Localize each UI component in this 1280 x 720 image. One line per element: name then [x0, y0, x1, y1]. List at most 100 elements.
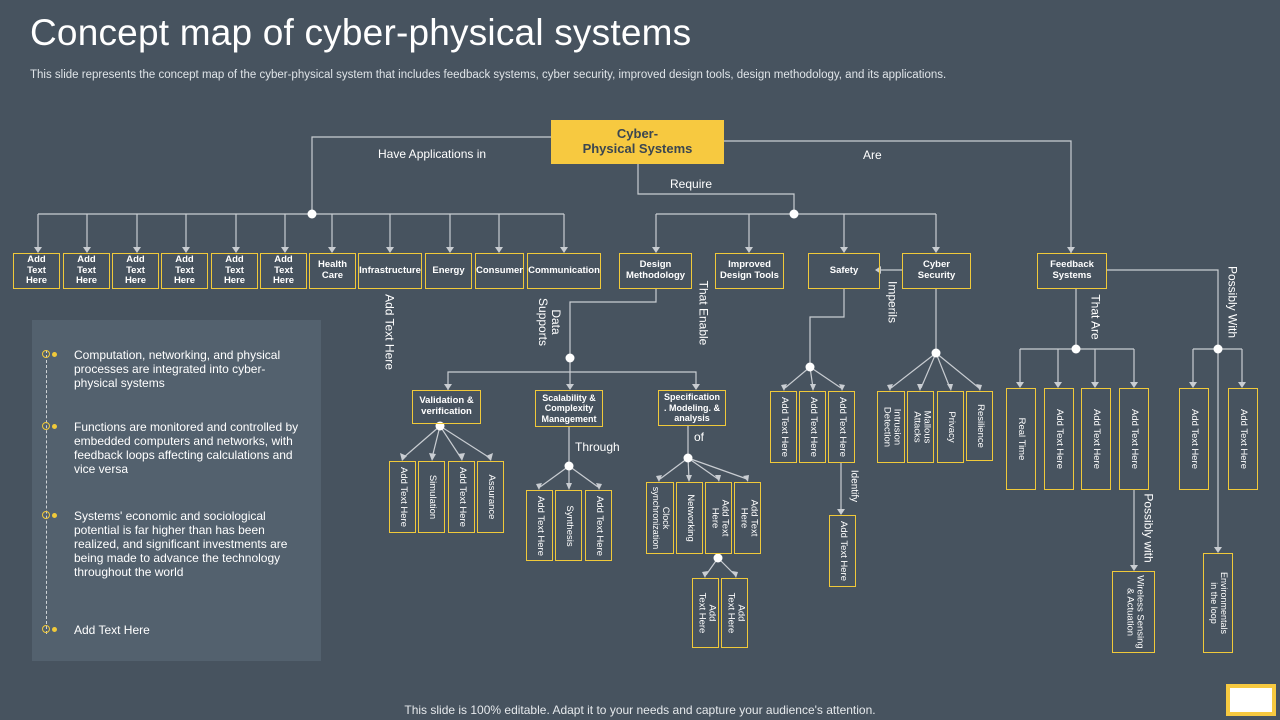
leaf-label: Add Text Here	[397, 466, 409, 528]
application-node-infrastructure: Infrastructure	[358, 253, 422, 289]
leaf-node-privacy: Privacy	[937, 391, 964, 463]
leaf-node: Add Text Here	[585, 490, 612, 561]
leaf-label: Add Text Here	[837, 520, 849, 582]
leaf-node: Add Text Here	[389, 461, 416, 533]
edge-label-require: Require	[670, 177, 713, 191]
edge-label-data-supports: Data Supports	[536, 297, 564, 347]
leaf-label: Real Time	[1016, 417, 1028, 461]
leaf-label: Add Text Here	[1054, 408, 1066, 470]
leaf-label: Clock synchronization	[651, 486, 671, 550]
leaf-node: Add Text Here	[705, 482, 732, 554]
edge-label-imperils: Imperils	[885, 280, 900, 324]
leaf-label: Wireless Sensing & Actuation	[1123, 575, 1145, 649]
junction-dot	[713, 553, 723, 563]
application-node: Add Text Here	[112, 253, 159, 289]
edge-label-have-applications-in: Have Applications in	[378, 147, 487, 161]
edge-label-identify: Identify	[848, 469, 860, 503]
leaf-label: Add Text Here	[807, 396, 819, 458]
leaf-label: Assurance	[485, 474, 497, 520]
leaf-node: Add Text Here	[770, 391, 797, 463]
application-node: Add Text Here	[63, 253, 110, 289]
edge-label-possibly-with: Possibly With	[1225, 265, 1240, 339]
leaf-node: Add Text Here	[1228, 388, 1258, 490]
bullet-icon	[42, 421, 60, 433]
leaf-label: Add Text Here	[836, 396, 848, 458]
leaf-node: Add Text Here	[828, 391, 855, 463]
leaf-node: Add Text Here	[734, 482, 761, 554]
junction-dot	[565, 353, 575, 363]
page-subtitle: This slide represents the concept map of…	[30, 69, 947, 81]
leaf-label: Add Text Here	[778, 396, 790, 458]
leaf-label: Add Text Here	[1189, 408, 1201, 470]
junction-dot	[564, 461, 574, 471]
leaf-label: Add Text Here	[1129, 408, 1141, 470]
leaf-label: Resilience	[974, 404, 986, 448]
bullet-text: Functions are monitored and controlled b…	[74, 420, 299, 477]
leaf-node: Add Text Here	[799, 391, 826, 463]
leaf-node: Add Text Here	[721, 578, 748, 648]
bullet-text: Computation, networking, and physical pr…	[74, 348, 281, 391]
leaf-node-mallous-attacks: Mallous Attacks	[907, 391, 934, 463]
node-cyber-security: Cyber Security	[902, 253, 971, 289]
panel-timeline	[46, 350, 48, 634]
junction-dot	[307, 209, 317, 219]
leaf-node-wireless-sensing: Wireless Sensing & Actuation	[1112, 571, 1155, 653]
junction-dot	[683, 453, 693, 463]
leaf-label: Add Text Here	[695, 592, 717, 634]
leaf-node: Add Text Here	[1119, 388, 1149, 490]
edge-label-that-enable: That Enable	[696, 280, 711, 346]
node-specification-modeling: Specification . Modeling. & analysis	[658, 390, 726, 426]
leaf-label: Privacy	[945, 411, 957, 443]
application-node: Add Text Here	[13, 253, 60, 289]
leaf-node-simulation: Simulation	[418, 461, 445, 533]
leaf-node: Add Text Here	[1044, 388, 1074, 490]
junction-dot	[435, 421, 445, 431]
leaf-label: Intrusion Detection	[881, 406, 903, 448]
bullet-icon	[42, 349, 60, 361]
leaf-node: Add Text Here	[692, 578, 719, 648]
leaf-label: Simulation	[426, 474, 438, 520]
application-node-energy: Energy	[425, 253, 472, 289]
application-node-health-care: Health Care	[309, 253, 356, 289]
bullet-text: Add Text Here	[74, 623, 150, 637]
leaf-label: Add Text Here	[1091, 408, 1103, 470]
application-node: Add Text Here	[260, 253, 307, 289]
leaf-label: Add Text Here	[737, 499, 759, 537]
bullet-icon	[42, 624, 60, 636]
edge-label-through: Through	[575, 440, 620, 454]
node-improved-design-tools: Improved Design Tools	[715, 253, 784, 289]
application-node: Add Text Here	[161, 253, 208, 289]
leaf-label: Add Text Here	[724, 592, 746, 634]
footer-note: This slide is 100% editable. Adapt it to…	[404, 703, 876, 717]
node-validation-verification: Validation & verification	[412, 390, 481, 424]
leaf-node-assurance: Assurance	[477, 461, 504, 533]
leaf-node-environmentals: Environmentals in the loop	[1203, 553, 1233, 653]
application-node-consumer: Consumer	[475, 253, 524, 289]
application-node: Add Text Here	[211, 253, 258, 289]
leaf-node-networking: Networking	[676, 482, 703, 554]
leaf-label: Add Text Here	[708, 499, 730, 537]
edge-label-add-text-here: Add Text Here	[382, 294, 397, 370]
leaf-label: Synthesis	[563, 504, 575, 547]
junction-dot	[1213, 344, 1223, 354]
leaf-node-identify: Add Text Here	[829, 515, 856, 587]
edge-label-possibly-with-2: Possibly with	[1141, 493, 1156, 563]
leaf-label: Add Text Here	[1238, 408, 1250, 470]
junction-dot	[1071, 344, 1081, 354]
node-scalability-complexity: Scalability & Complexity Management	[535, 390, 603, 427]
info-panel: Computation, networking, and physical pr…	[32, 320, 321, 661]
leaf-label: Mallous Attacks	[910, 410, 932, 444]
node-safety: Safety	[808, 253, 880, 289]
junction-dot	[789, 209, 799, 219]
root-node-cyber-physical-systems: Cyber- Physical Systems	[551, 120, 724, 164]
bullet-icon	[42, 510, 60, 522]
leaf-label: Add Text Here	[456, 466, 468, 528]
leaf-label: Environmentals in the loop	[1209, 571, 1229, 635]
leaf-label: Add Text Here	[593, 495, 605, 556]
leaf-node-intrusion-detection: Intrusion Detection	[877, 391, 905, 463]
leaf-label: Add Text Here	[534, 495, 546, 556]
junction-dot	[931, 348, 941, 358]
leaf-node: Add Text Here	[1179, 388, 1209, 490]
leaf-node: Add Text Here	[526, 490, 553, 561]
